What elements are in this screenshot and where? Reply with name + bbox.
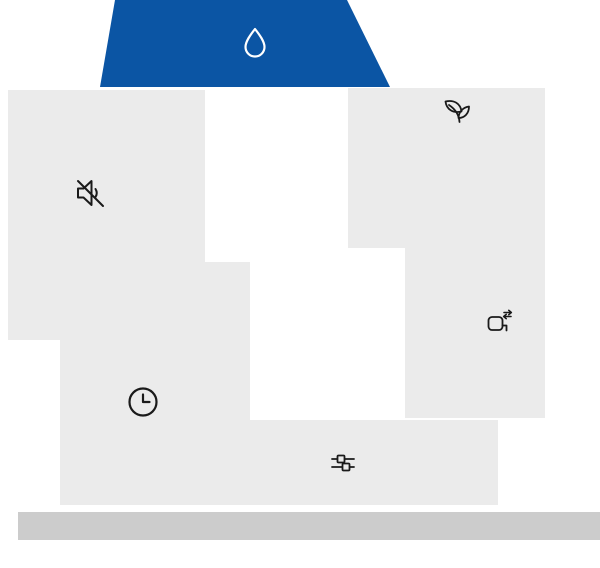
clock-icon	[128, 387, 158, 417]
panel-right[interactable]	[405, 157, 545, 418]
sliders-icon	[331, 454, 355, 472]
panel-bottom[interactable]	[205, 420, 498, 505]
plug-swap-icon	[487, 309, 513, 332]
eco-leaf-icon	[444, 100, 470, 123]
water-drop-icon	[244, 27, 266, 58]
footer-bar	[18, 512, 600, 540]
volume-mute-icon	[77, 180, 104, 207]
water-banner[interactable]	[100, 0, 390, 87]
